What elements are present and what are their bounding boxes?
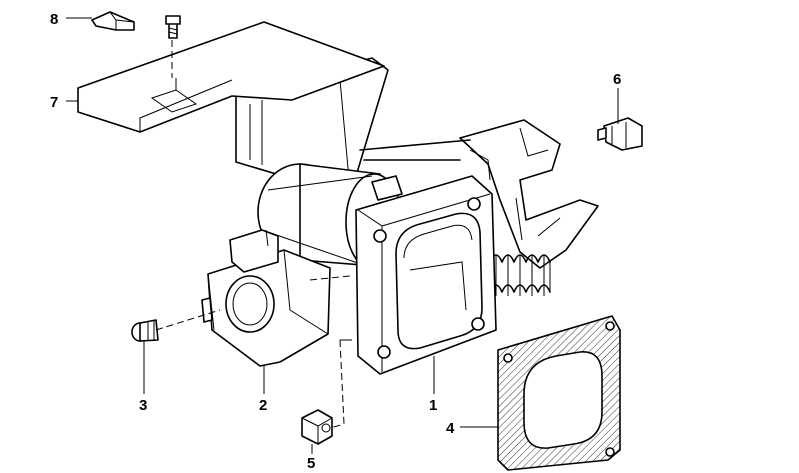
part-2-position-sensor: [201, 229, 331, 367]
part-3-screw: [131, 319, 159, 342]
part-6-clip: [597, 117, 643, 151]
callout-8: 8: [50, 11, 58, 28]
part-5-nut: [301, 409, 333, 445]
part-1-throttle-flange: [355, 175, 497, 375]
throttle-spring: [489, 254, 551, 296]
callout-7: 7: [50, 94, 58, 111]
callout-6: 6: [613, 71, 621, 88]
linkage-bracket: [359, 119, 599, 269]
callout-labels: 8 7 6 3 2 1 4 5: [50, 11, 621, 472]
callout-5: 5: [307, 455, 315, 472]
callout-3: 3: [139, 397, 147, 414]
callout-2: 2: [259, 397, 267, 414]
part-4-gasket: [497, 315, 621, 471]
callout-4: 4: [446, 420, 455, 437]
leader-lines: [66, 17, 619, 454]
part-7-cover-shroud: [77, 21, 389, 197]
part-8-clip: [91, 11, 135, 31]
assembly-lines: [155, 40, 352, 429]
callout-1: 1: [429, 397, 437, 414]
screw-top: [165, 15, 181, 39]
